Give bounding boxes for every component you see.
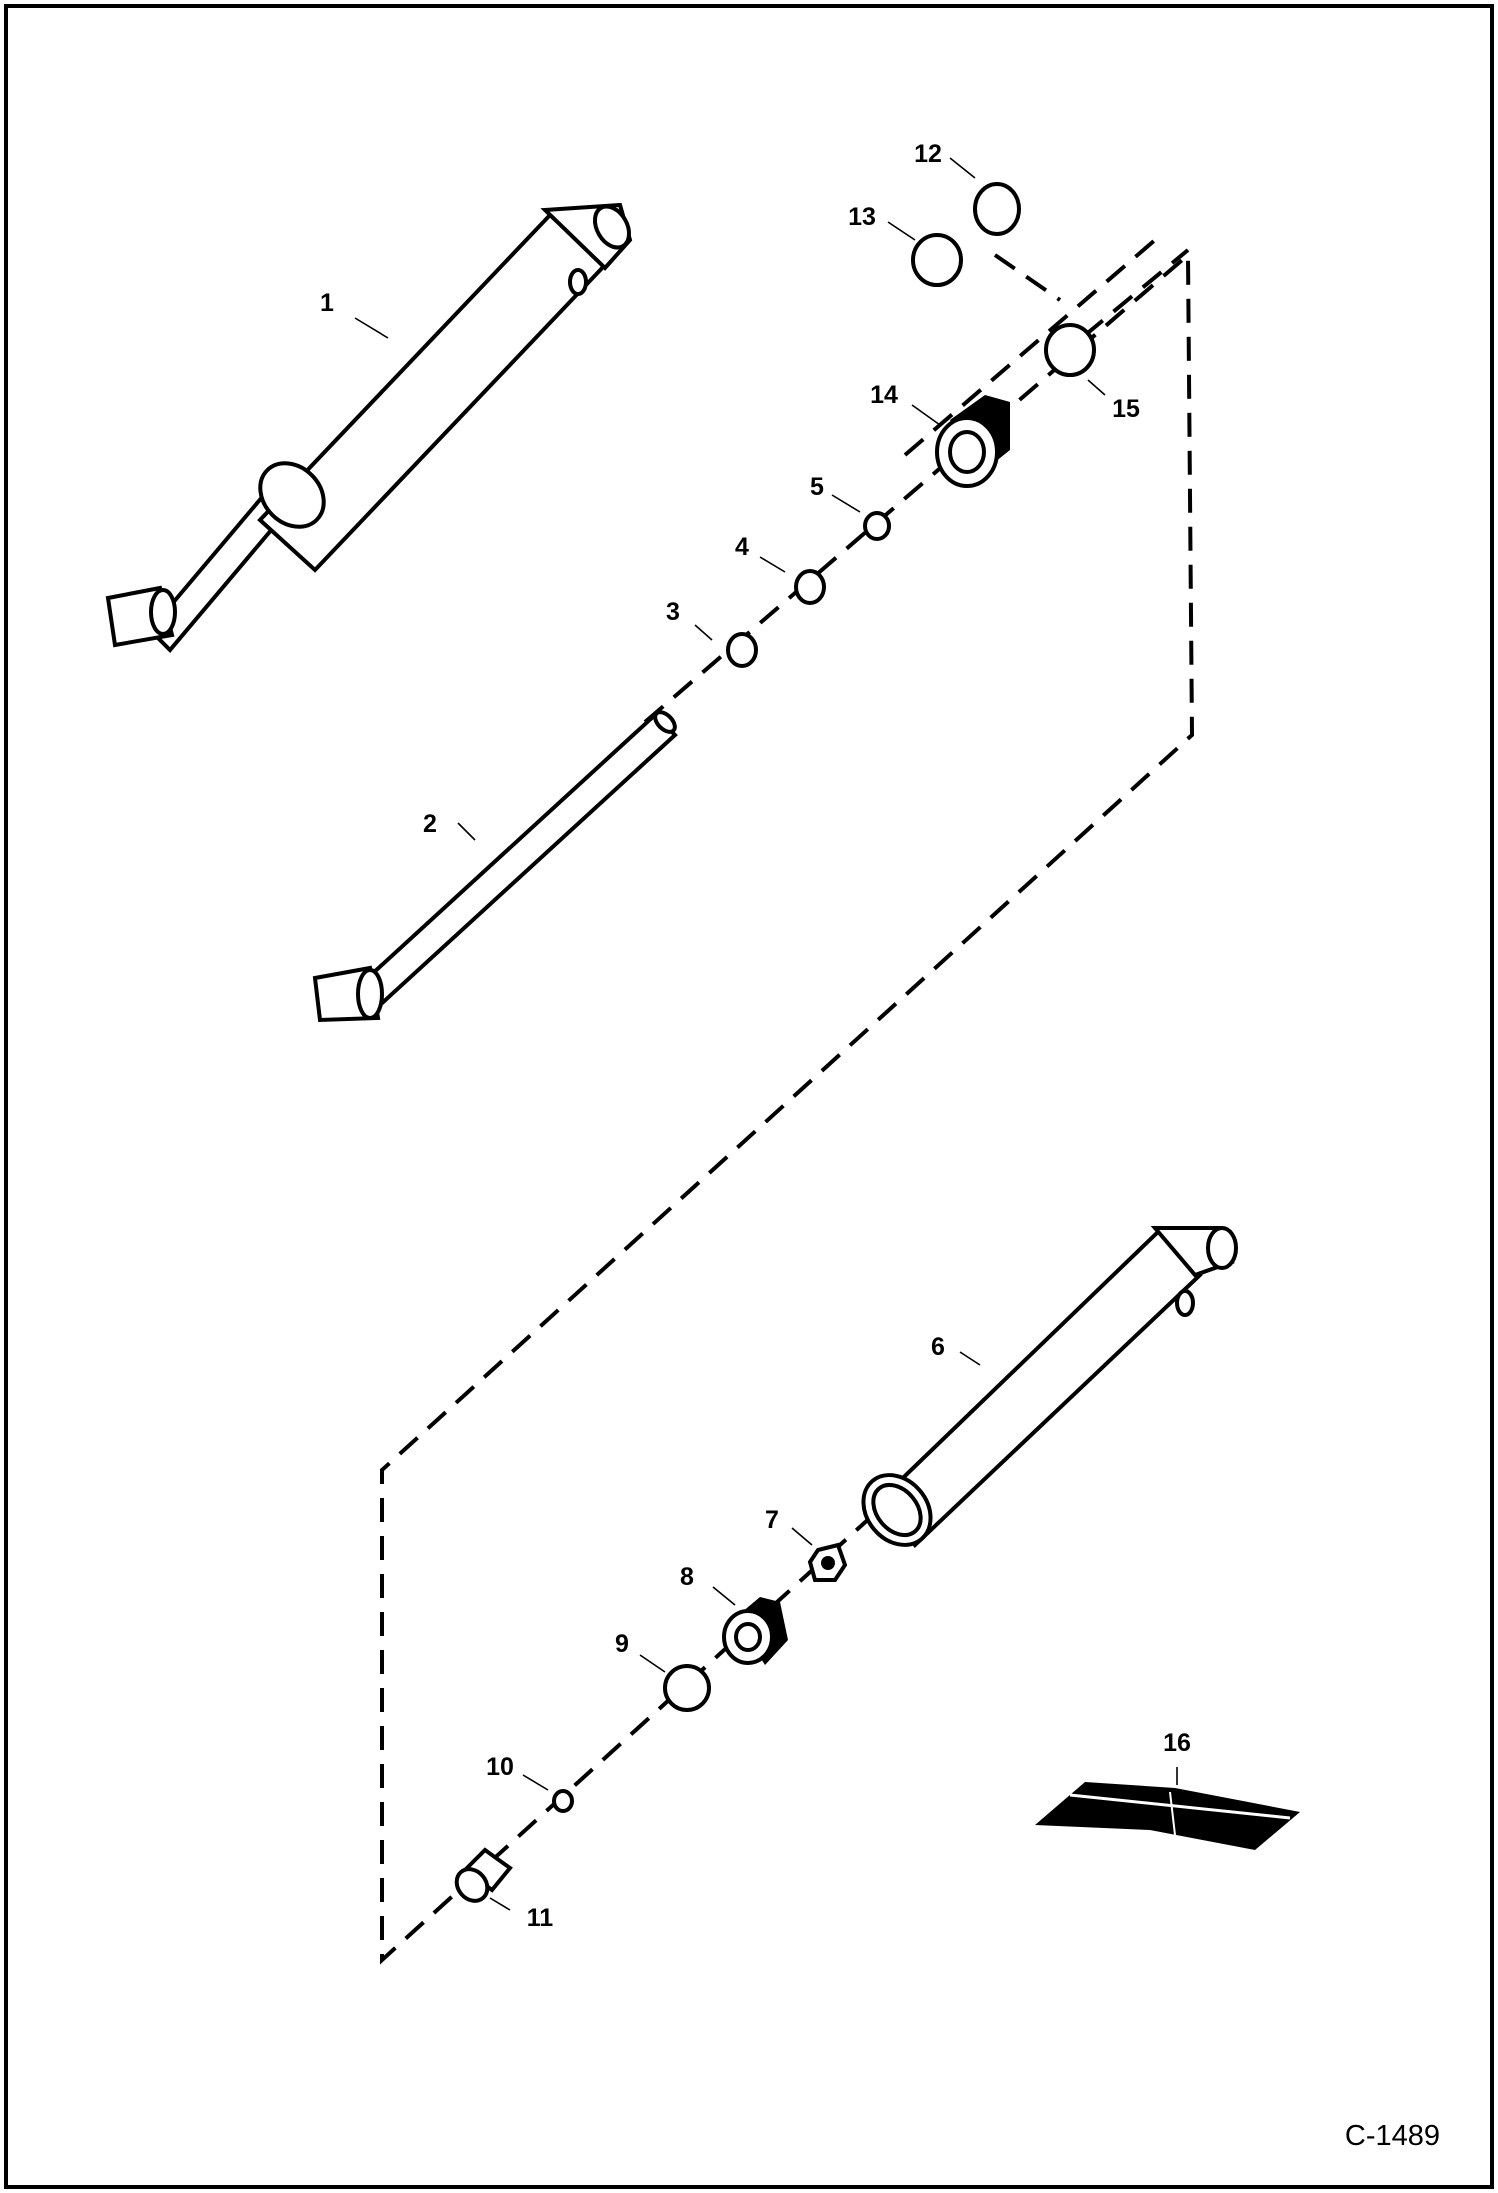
callout-12: 12 (914, 140, 942, 168)
callout-5: 5 (810, 473, 824, 501)
part-5-o-ring (863, 511, 891, 541)
callout-6: 6 (931, 1333, 945, 1361)
part-9-seal-ring (663, 1664, 711, 1712)
callout-2: 2 (423, 810, 437, 838)
part-16-seal-kit (1035, 1782, 1300, 1850)
part-13-seal-ring (911, 233, 963, 287)
callout-labels: 1 2 3 4 5 6 7 8 9 10 11 12 13 14 15 16 (320, 140, 1191, 1932)
page-border (4, 4, 1494, 2189)
leader-lines (354, 157, 1178, 1911)
callout-8: 8 (680, 1563, 694, 1591)
part-3-o-ring (726, 632, 758, 668)
callout-16: 16 (1163, 1729, 1191, 1757)
callout-11: 11 (527, 1904, 554, 1932)
part-1-cylinder-assembly (105, 202, 633, 653)
callout-4: 4 (735, 533, 749, 561)
part-4-o-ring (794, 569, 826, 605)
part-15-seal-ring (1044, 323, 1096, 377)
callout-9: 9 (615, 1630, 629, 1658)
part-10-o-ring (552, 1789, 574, 1813)
part-8-piston (722, 1597, 788, 1665)
part-11-bushing (454, 1847, 513, 1903)
part-2-piston-rod (312, 710, 678, 1023)
callout-15: 15 (1112, 395, 1140, 423)
callout-13: 13 (848, 203, 876, 231)
callout-10: 10 (486, 1753, 514, 1781)
part-12-seal-ring (973, 182, 1021, 236)
figure-code: C-1489 (1345, 2120, 1440, 2152)
part-7-lock-nut (807, 1542, 848, 1582)
part-14-gland-head (935, 395, 1010, 488)
callout-1: 1 (320, 289, 334, 317)
callout-14: 14 (870, 381, 898, 409)
callout-3: 3 (666, 598, 680, 626)
assembly-dashed-path (380, 238, 1195, 1965)
part-6-cylinder-barrel (861, 1226, 1238, 1548)
callout-7: 7 (765, 1506, 779, 1534)
